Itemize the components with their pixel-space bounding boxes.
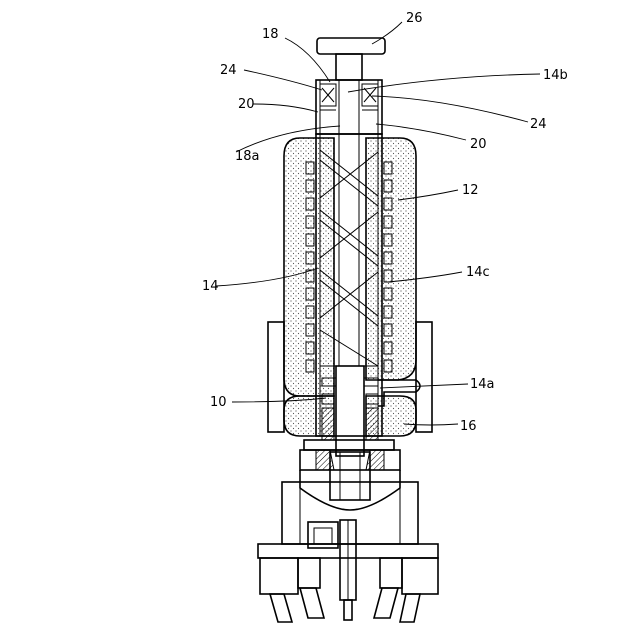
label-14c: 14c [466, 265, 490, 280]
label-26: 26 [406, 11, 423, 26]
label-24-left: 24 [220, 63, 237, 78]
label-12: 12 [462, 183, 479, 198]
label-14a: 14a [470, 377, 495, 392]
label-18a: 18a [235, 149, 260, 164]
label-20-right: 20 [470, 137, 487, 152]
label-20-left: 20 [238, 97, 255, 112]
label-14b: 14b [543, 68, 568, 83]
label-16: 16 [460, 419, 477, 434]
label-14: 14 [202, 279, 219, 294]
gearbox [282, 440, 418, 600]
label-10: 10 [210, 395, 227, 410]
label-24-right: 24 [530, 117, 547, 132]
label-18: 18 [262, 27, 279, 42]
top-knob [317, 38, 385, 80]
